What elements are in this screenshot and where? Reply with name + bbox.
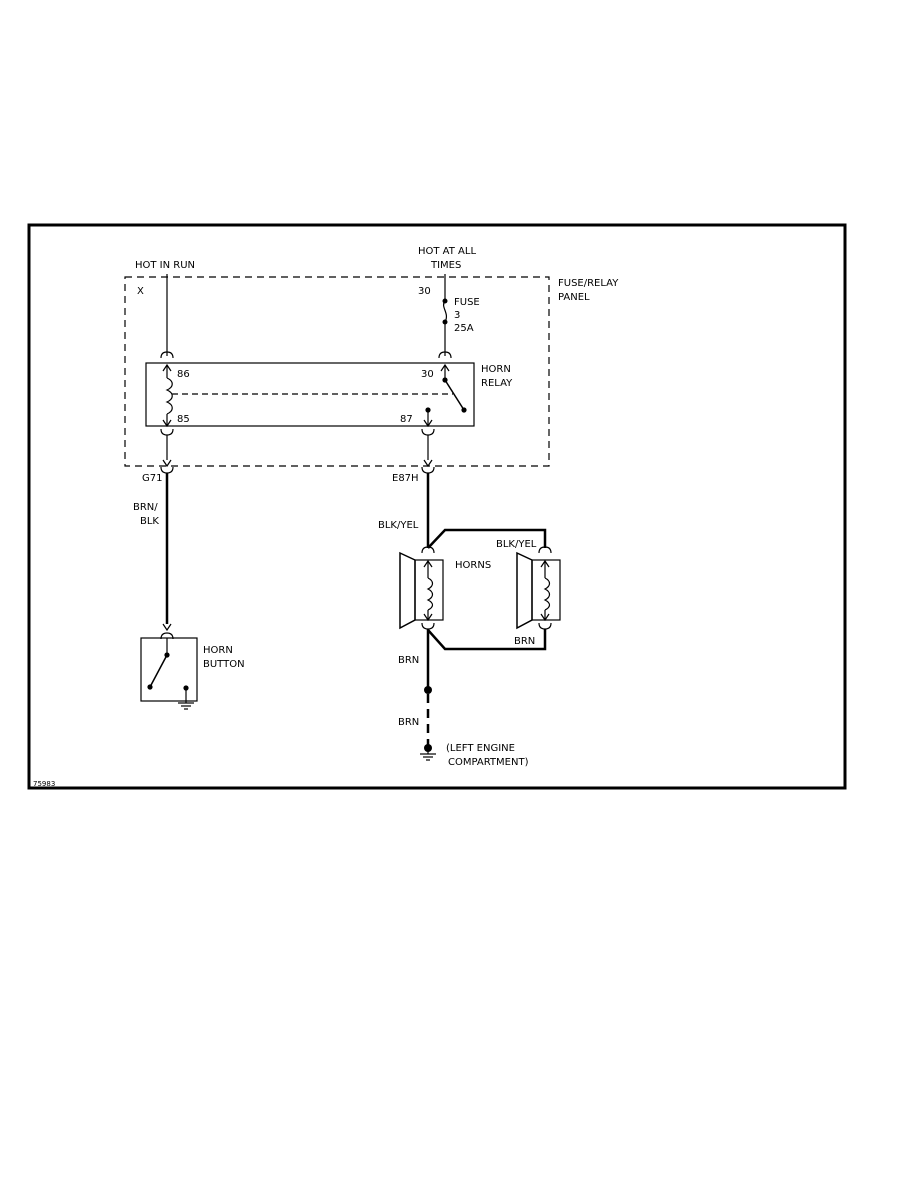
diagram-frame <box>27 223 847 790</box>
horn-button-label-line1: HORN <box>203 645 233 656</box>
horn-relay-box <box>145 362 475 427</box>
blk-yel-wire-to-right-horn <box>427 528 547 549</box>
fuse-label-line2: 3 <box>454 310 460 321</box>
horn-right-bell-icon <box>516 551 533 630</box>
blk-yel-wire-label-left: BLK/YEL <box>378 520 419 531</box>
panel-label-line1: FUSE/RELAY <box>558 278 619 289</box>
hot-in-run-label: HOT IN RUN <box>135 260 195 271</box>
e87h-connector-cup <box>421 466 435 474</box>
horn-right-connector-top <box>538 546 552 554</box>
g71-connector-label: G71 <box>142 473 162 484</box>
hot-at-all-times-label-line1: HOT AT ALL <box>418 246 476 257</box>
pin-85-label: 85 <box>177 414 190 425</box>
brn-wire-label-right: BRN <box>514 636 535 647</box>
pin-30-top-label: 30 <box>418 286 431 297</box>
relay-pin-87-arrow <box>423 419 433 428</box>
blk-yel-wire-label-right: BLK/YEL <box>496 539 537 550</box>
brn-blk-wire-label-line2: BLK <box>140 516 159 527</box>
brn-wire-label-2: BRN <box>398 717 419 728</box>
horn-left-coil-icon <box>426 577 434 611</box>
horn-button-connector-arrow <box>162 623 172 632</box>
panel-label-line2: PANEL <box>558 292 590 303</box>
horns-label: HORNS <box>455 560 491 571</box>
brn-wire-from-right-horn <box>427 629 547 651</box>
horn-right-connector-bottom <box>538 622 552 630</box>
horn-button-connector-cup <box>160 632 174 640</box>
ground-location-label-line1: (LEFT ENGINE <box>446 743 515 754</box>
horn-left-pin-bottom <box>423 613 433 622</box>
horn-right <box>516 546 561 630</box>
relay-30-connector-top <box>438 351 452 359</box>
engine-ground-icon <box>420 753 436 761</box>
hot-at-all-times-label-line2: TIMES <box>430 260 461 271</box>
horn-button-ground-icon <box>178 702 194 710</box>
horn-relay-label-line2: RELAY <box>481 378 513 389</box>
fuse-relay-panel-boundary <box>124 276 550 467</box>
fuse-icon <box>442 300 448 323</box>
brn-blk-wire-label-line1: BRN/ <box>133 502 158 513</box>
horn-left-connector-bottom <box>421 622 435 630</box>
e87h-connector-label: E87H <box>392 473 419 484</box>
relay-switch-contact-free <box>461 407 467 413</box>
relay-86-connector-top <box>160 351 174 359</box>
horn-button-box <box>140 637 198 702</box>
horn-right-body <box>531 559 561 621</box>
figure-id-label: 75983 <box>33 780 55 788</box>
horn-button-switch-blade <box>149 654 168 688</box>
e87h-connector-arrow <box>423 459 433 468</box>
relay-coil-icon <box>165 377 173 415</box>
horn-left-body <box>414 559 444 621</box>
horn-button-label-line2: BUTTON <box>203 659 245 670</box>
horn-right-coil-icon <box>543 577 551 611</box>
horn-button-contact-bottom <box>147 684 153 690</box>
fuse-label-line3: 25A <box>454 323 474 334</box>
g71-connector-cup <box>160 466 174 474</box>
x-label: X <box>137 286 144 297</box>
horn-left <box>399 546 444 630</box>
relay-85-connector <box>160 428 174 436</box>
ground-location-label-line2: COMPARTMENT) <box>448 757 529 768</box>
horn-right-pin-bottom <box>540 613 550 622</box>
relay-87-connector <box>421 428 435 436</box>
relay-pin-85-arrow <box>162 419 172 428</box>
relay-switch-blade <box>444 379 465 411</box>
pin-86-label: 86 <box>177 369 190 380</box>
horn-left-bell-icon <box>399 551 416 630</box>
brn-wire-label-1: BRN <box>398 655 419 666</box>
g71-connector-arrow <box>162 459 172 468</box>
fuse-label-line1: FUSE <box>454 297 480 308</box>
pin-30-relay-label: 30 <box>421 369 434 380</box>
ground-splice-dot <box>424 686 432 694</box>
horn-left-connector-top <box>421 546 435 554</box>
pin-87-label: 87 <box>400 414 413 425</box>
horn-relay-label-line1: HORN <box>481 364 511 375</box>
